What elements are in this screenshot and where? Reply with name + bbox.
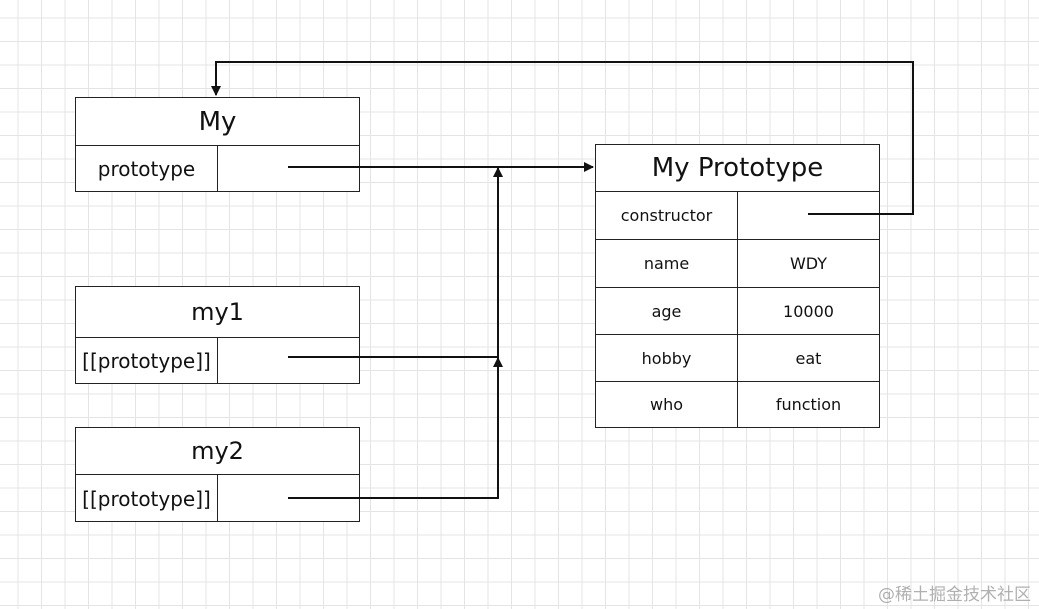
my-prototype-label-text: prototype <box>97 157 196 181</box>
row-divider <box>596 334 879 335</box>
who-value: function <box>775 395 842 414</box>
my2-prototype-label: [[prototype]] <box>76 475 217 522</box>
hobby-key: hobby <box>641 348 692 368</box>
constructor-key: constructor <box>620 206 713 225</box>
my2-box-title: my2 <box>76 428 359 475</box>
prototype-row-key: age <box>596 288 737 334</box>
my1-prototype-connector <box>288 167 503 358</box>
age-value: 10000 <box>783 301 834 321</box>
prototype-box-title-text: My Prototype <box>651 153 824 183</box>
watermark: @稀土掘金技术社区 <box>878 585 1031 605</box>
hobby-value: eat <box>795 348 822 368</box>
my2-box-title-text: my2 <box>191 437 244 465</box>
prototype-row-value: 10000 <box>738 288 879 334</box>
prototype-box-title: My Prototype <box>596 145 879 192</box>
prototype-row-key: hobby <box>596 335 737 381</box>
constructor-arrow <box>211 61 914 215</box>
row-divider <box>596 239 879 240</box>
my-prototype-label: prototype <box>76 146 217 192</box>
prototype-box-divider <box>737 192 738 427</box>
name-key: name <box>643 254 690 273</box>
my1-box: my1 [[prototype]] <box>75 286 360 384</box>
prototype-row-value: WDY <box>738 240 879 287</box>
prototype-row-key: name <box>596 240 737 287</box>
my1-prototype-label-text: [[prototype]] <box>82 349 211 373</box>
prototype-row-value: function <box>738 382 879 427</box>
my1-box-title: my1 <box>76 287 359 338</box>
my2-prototype-connector <box>288 357 503 499</box>
row-divider <box>596 287 879 288</box>
name-value: WDY <box>789 254 828 273</box>
row-divider <box>596 381 879 382</box>
age-key: age <box>651 301 682 321</box>
my-box: My prototype <box>75 97 360 192</box>
my2-box-divider <box>217 475 218 521</box>
my1-box-divider <box>217 338 218 383</box>
my-box-divider <box>217 146 218 191</box>
prototype-row-key: who <box>596 382 737 427</box>
my1-prototype-label: [[prototype]] <box>76 338 217 384</box>
my-box-title-text: My <box>198 106 237 137</box>
who-key: who <box>649 395 683 414</box>
prototype-box: My Prototype constructor name WDY age 10… <box>595 144 880 428</box>
my1-box-title-text: my1 <box>191 298 244 326</box>
my2-box: my2 [[prototype]] <box>75 427 360 522</box>
my-box-title: My <box>76 98 359 146</box>
prototype-row-key: constructor <box>596 192 737 239</box>
prototype-row-value: eat <box>738 335 879 381</box>
my2-prototype-label-text: [[prototype]] <box>82 486 211 511</box>
